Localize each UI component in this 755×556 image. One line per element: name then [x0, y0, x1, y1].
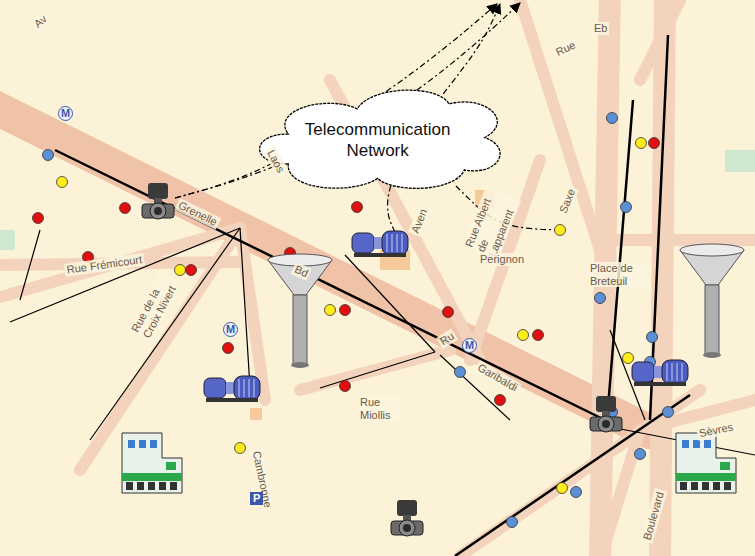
- street: [520, 0, 600, 250]
- sensor-dot: [495, 395, 506, 406]
- pump-icon: [632, 360, 688, 386]
- cloud-label: Telecommunication Network: [301, 119, 454, 162]
- sensor-dot: [636, 138, 647, 149]
- sensor-dot: [571, 487, 582, 498]
- sensor-dot: [621, 202, 632, 213]
- sensor-dot: [623, 353, 634, 364]
- sensor-dot: [649, 138, 660, 149]
- sensor-dot: [340, 305, 351, 316]
- sensor-dot: [43, 150, 54, 161]
- sensor-dot: [57, 177, 68, 188]
- sensor-dot: [635, 449, 646, 460]
- street: [300, 350, 450, 390]
- street: [660, 0, 665, 556]
- water-tower-icon: [680, 244, 744, 358]
- sensor-dot: [595, 293, 606, 304]
- map-block: [250, 408, 262, 420]
- metro-sign: M: [462, 338, 477, 353]
- sensor-dot: [518, 330, 529, 341]
- sensor-dot: [507, 517, 518, 528]
- sensor-dot: [33, 213, 44, 224]
- map-block: [0, 230, 15, 250]
- street-name: Eb: [592, 22, 609, 35]
- map-block: [725, 150, 755, 172]
- pipe-line: [10, 228, 240, 322]
- street: [460, 390, 700, 556]
- metro-sign: M: [223, 322, 238, 337]
- sensor-dot: [663, 407, 674, 418]
- pipe-line: [20, 230, 40, 300]
- metro-sign: M: [58, 106, 73, 121]
- treatment-plant-icon: [122, 433, 182, 493]
- sensor-dot: [533, 330, 544, 341]
- sensor-dot: [223, 343, 234, 354]
- sensor-dot: [186, 265, 197, 276]
- pipe-line: [240, 228, 250, 387]
- valve-icon: [590, 396, 622, 432]
- sensor-dot: [235, 443, 246, 454]
- pump-icon: [204, 376, 260, 402]
- cloud-node: Telecommunication Network: [250, 80, 505, 200]
- street: [600, 234, 755, 246]
- sensor-dot: [175, 265, 186, 276]
- street-name: Rue Miollis: [358, 396, 402, 421]
- pipe-line: [607, 100, 633, 420]
- pipe-line: [440, 355, 510, 420]
- sensor-dot: [557, 483, 568, 494]
- sensor-dot: [340, 381, 351, 392]
- sensor-dot: [325, 305, 336, 316]
- sensor-dot: [352, 202, 363, 213]
- pipe-line: [455, 395, 690, 556]
- pipe-line: [320, 352, 435, 388]
- treatment-plant-icon: [676, 433, 736, 493]
- sensor-dot: [647, 332, 658, 343]
- water-tower-icon: [268, 254, 332, 368]
- street: [640, 0, 680, 80]
- valve-icon: [142, 183, 174, 219]
- cloud-outline: [250, 80, 505, 200]
- valve-icon: [391, 500, 423, 536]
- sensor-dot: [455, 367, 466, 378]
- telemetry-link: [175, 3, 520, 198]
- sensor-dot: [607, 113, 618, 124]
- sensor-dot: [120, 203, 131, 214]
- pipe-line: [345, 255, 435, 352]
- street-name: Place de Breteuil: [588, 262, 650, 287]
- sensor-dot: [555, 225, 566, 236]
- parking-sign: P: [250, 492, 263, 505]
- pump-icon: [352, 231, 408, 257]
- sensor-dot: [443, 307, 454, 318]
- pipe-line: [55, 150, 605, 420]
- street: [240, 228, 265, 400]
- street: [470, 160, 540, 360]
- street-name: Perignon: [478, 253, 526, 266]
